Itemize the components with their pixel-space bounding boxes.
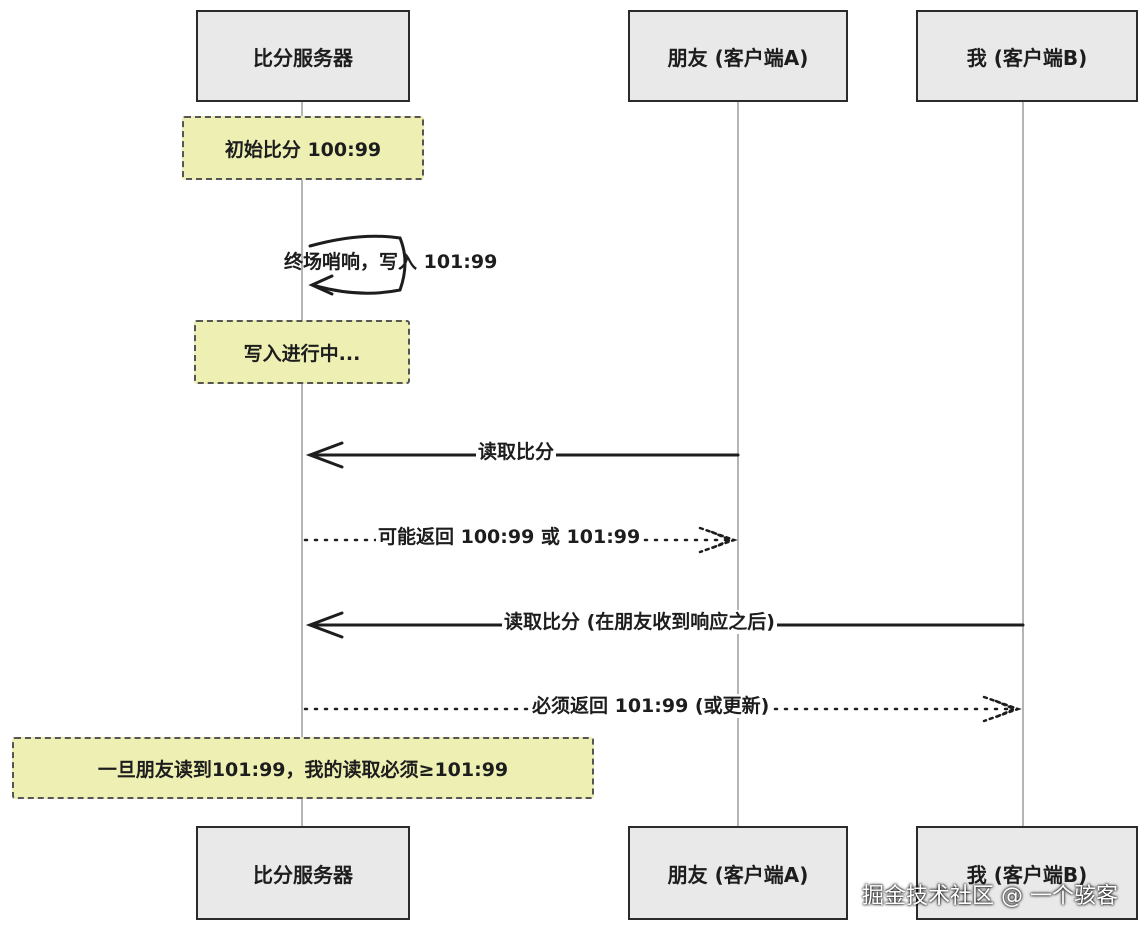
participant-me-label: 我 (客户端B) (966, 862, 1088, 887)
note-initial-text: 初始比分 100:99 (224, 138, 382, 161)
participant-me-top: 我 (客户端B) (916, 10, 1138, 102)
watermark: 掘金技术社区 @ 一个骇客 (862, 884, 1118, 909)
me-return-label: 必须返回 101:99 (或更新) (530, 694, 772, 718)
participant-friend-label: 朋友 (客户端A) (667, 45, 809, 70)
participant-server-label: 比分服务器 (253, 45, 353, 70)
note-guarantee: 一旦朋友读到101:99，我的读取必须≥101:99 (12, 737, 594, 799)
participant-server-top: 比分服务器 (196, 10, 410, 102)
participant-server-label: 比分服务器 (253, 862, 353, 887)
friend-read-label: 读取比分 (476, 440, 557, 464)
participant-friend-top: 朋友 (客户端A) (628, 10, 848, 102)
participant-me-bottom: 我 (客户端B) (916, 826, 1138, 920)
participant-me-label: 我 (客户端B) (966, 45, 1088, 70)
note-writing-text: 写入进行中... (243, 342, 361, 365)
me-read-label: 读取比分 (在朋友收到响应之后) (502, 610, 777, 634)
note-writing: 写入进行中... (194, 320, 410, 384)
friend-return-label: 可能返回 100:99 或 101:99 (376, 525, 643, 549)
note-initial-score: 初始比分 100:99 (182, 116, 424, 180)
self-message-label: 终场哨响，写入 101:99 (284, 251, 498, 273)
note-guarantee-text: 一旦朋友读到101:99，我的读取必须≥101:99 (97, 758, 509, 781)
participant-server-bottom: 比分服务器 (196, 826, 410, 920)
participant-friend-label: 朋友 (客户端A) (667, 862, 809, 887)
participant-friend-bottom: 朋友 (客户端A) (628, 826, 848, 920)
